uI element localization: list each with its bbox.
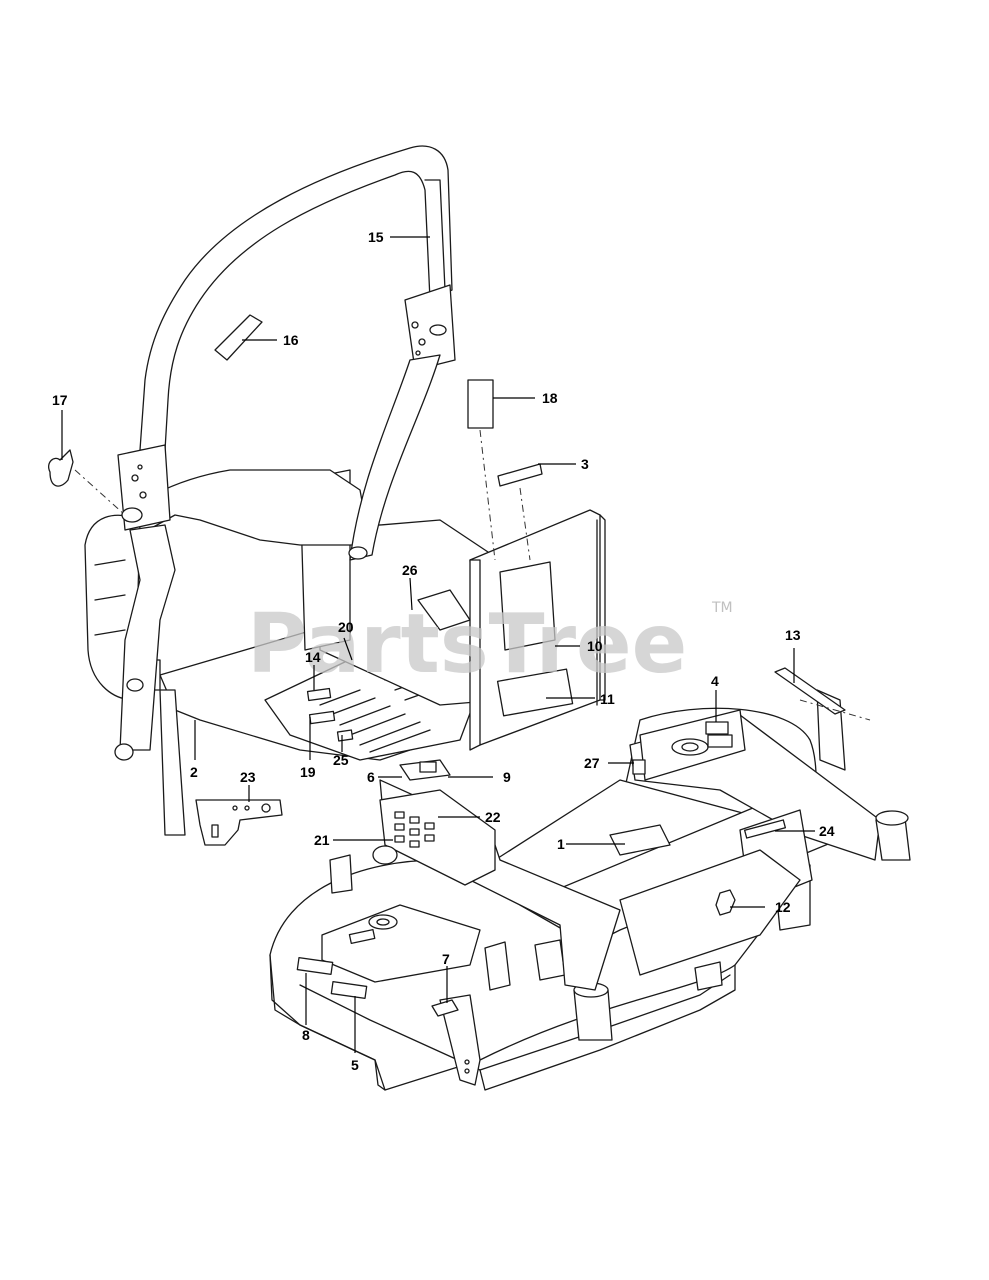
- callout-10: 10: [587, 638, 603, 654]
- callout-13: 13: [785, 627, 801, 643]
- callout-22: 22: [485, 809, 501, 825]
- leader-lines: [61, 236, 815, 1053]
- callout-5: 5: [351, 1057, 359, 1073]
- roll-bar: [114, 145, 456, 761]
- callout-20: 20: [338, 619, 354, 635]
- assembly-guides: [74, 429, 871, 721]
- callout-15: 15: [368, 229, 384, 245]
- callout-4: 4: [711, 673, 719, 689]
- loose-parts: [48, 379, 846, 846]
- watermark: PartsTree TM: [247, 597, 733, 692]
- watermark-trademark: TM: [711, 600, 733, 616]
- callout-18: 18: [542, 390, 558, 406]
- callout-9: 9: [503, 769, 511, 785]
- callout-21: 21: [314, 832, 330, 848]
- callouts: 15 16 17 18 3 13 26 20 14 10 11 4 27 2 1…: [52, 229, 835, 1073]
- callout-12: 12: [775, 899, 791, 915]
- callout-27: 27: [584, 755, 600, 771]
- callout-17: 17: [52, 392, 68, 408]
- watermark-text: PartsTree: [247, 597, 687, 692]
- callout-1: 1: [557, 836, 565, 852]
- callout-14: 14: [305, 649, 321, 665]
- callout-16: 16: [283, 332, 299, 348]
- seat-plate: [469, 509, 606, 751]
- callout-19: 19: [300, 764, 316, 780]
- callout-23: 23: [240, 769, 256, 785]
- callout-2: 2: [190, 764, 198, 780]
- callout-7: 7: [442, 951, 450, 967]
- callout-11: 11: [600, 691, 615, 707]
- callout-3: 3: [581, 456, 589, 472]
- callout-6: 6: [367, 769, 375, 785]
- callout-26: 26: [402, 562, 418, 578]
- frame: [84, 469, 911, 991]
- callout-24: 24: [819, 823, 835, 839]
- callout-8: 8: [302, 1027, 310, 1043]
- callout-25: 25: [333, 752, 349, 768]
